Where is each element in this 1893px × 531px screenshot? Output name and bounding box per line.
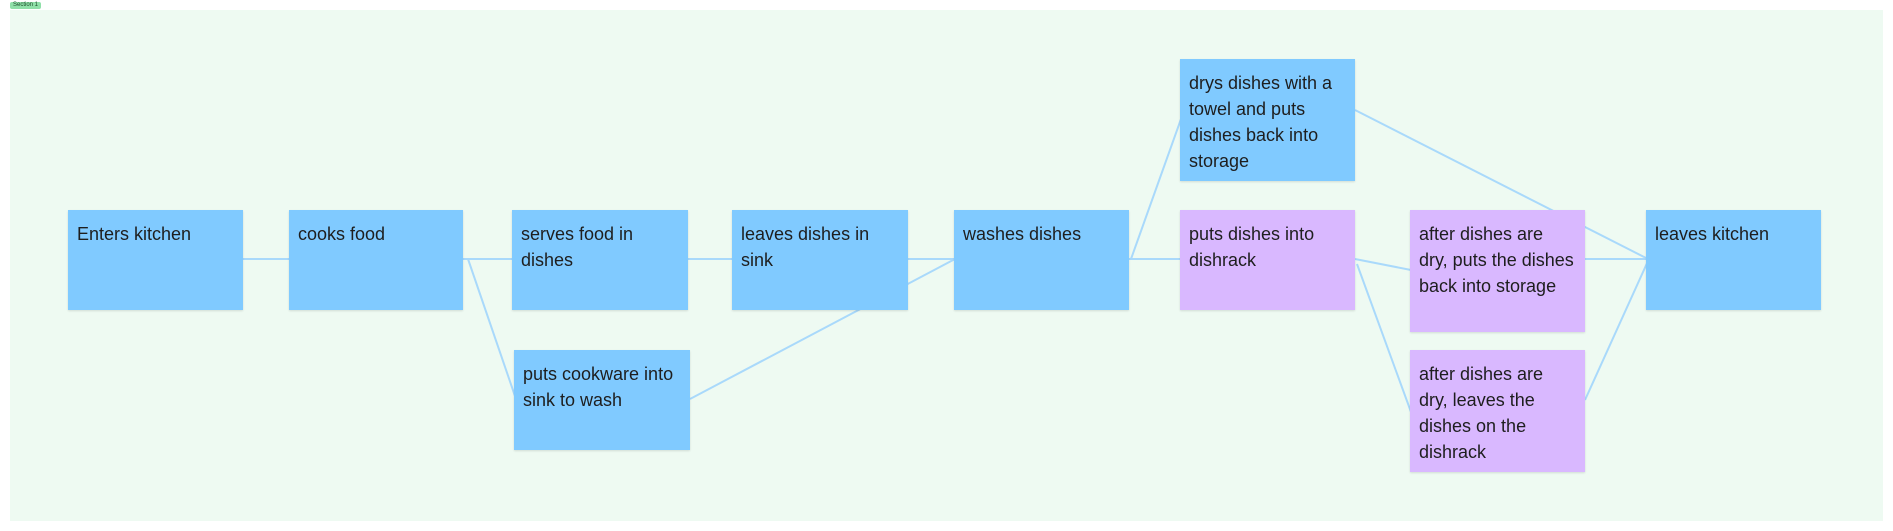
section-label[interactable]: Section 1 <box>10 2 42 9</box>
sticky-washes-dishes[interactable]: washes dishes <box>954 210 1129 310</box>
connector-dishrack-to-leaves-rack[interactable] <box>1356 263 1412 413</box>
sticky-cooks-food[interactable]: cooks food <box>289 210 463 310</box>
connector-washes-to-drys[interactable] <box>1130 118 1182 260</box>
sticky-serves-food[interactable]: serves food in dishes <box>512 210 688 310</box>
sticky-leaves-dishes-in-sink[interactable]: leaves dishes in sink <box>732 210 908 310</box>
sticky-puts-cookware[interactable]: puts cookware into sink to wash <box>514 350 690 450</box>
connector-leaves-rack-to-leaves-kitchen[interactable] <box>1584 260 1649 401</box>
sticky-after-dry-storage[interactable]: after dishes are dry, puts the dishes ba… <box>1410 210 1585 332</box>
sticky-drys-dishes[interactable]: drys dishes with a towel and puts dishes… <box>1180 59 1355 181</box>
connector-dishrack-to-storage[interactable] <box>1354 258 1412 271</box>
sticky-enters-kitchen[interactable]: Enters kitchen <box>68 210 243 310</box>
sticky-after-dry-leaves-on-rack[interactable]: after dishes are dry, leaves the dishes … <box>1410 350 1585 472</box>
sticky-leaves-kitchen[interactable]: leaves kitchen <box>1646 210 1821 310</box>
sticky-puts-dishes-into-dishrack[interactable]: puts dishes into dishrack <box>1180 210 1355 310</box>
connector-drys-to-leaves-kitchen[interactable] <box>1354 109 1649 260</box>
connector-cookware-to-washes[interactable] <box>689 258 956 400</box>
connector-cooks-to-cookware[interactable] <box>467 258 517 400</box>
